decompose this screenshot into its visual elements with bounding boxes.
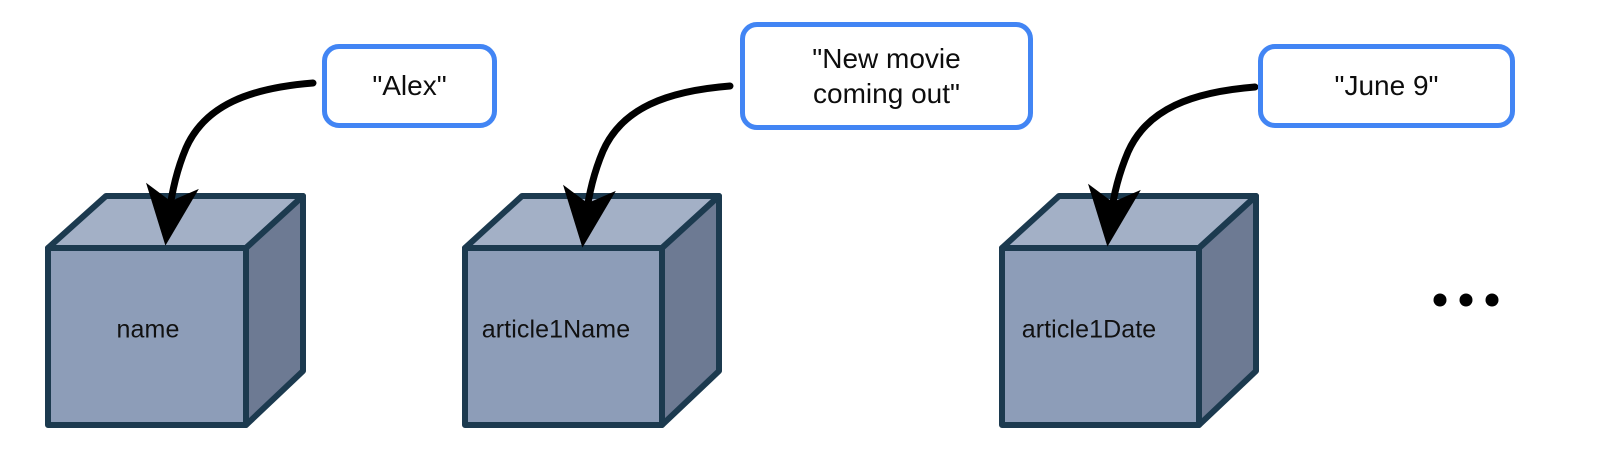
cube-article1date: [999, 193, 1259, 428]
cube-article1name-front-face: [462, 245, 665, 428]
arrow-alex-to-name: [146, 79, 317, 246]
cube-name-front-face: [45, 245, 249, 428]
ellipsis-dot: [1485, 293, 1499, 307]
cube-article1name: [462, 193, 722, 428]
ellipsis-dot: [1459, 293, 1473, 307]
arrow-newmovie-to-article1name: [563, 82, 734, 248]
cube-article1date-front-face: [999, 245, 1202, 428]
ellipsis-indicator: [1433, 293, 1499, 307]
arrow-june9-to-article1date: [1088, 83, 1259, 247]
callout-new-movie-coming-out: "New movie coming out": [740, 22, 1033, 130]
ellipsis-dot: [1433, 293, 1447, 307]
callout-alex: "Alex": [322, 44, 497, 128]
callout-june-9: "June 9": [1258, 44, 1515, 128]
cube-name: [45, 193, 306, 428]
